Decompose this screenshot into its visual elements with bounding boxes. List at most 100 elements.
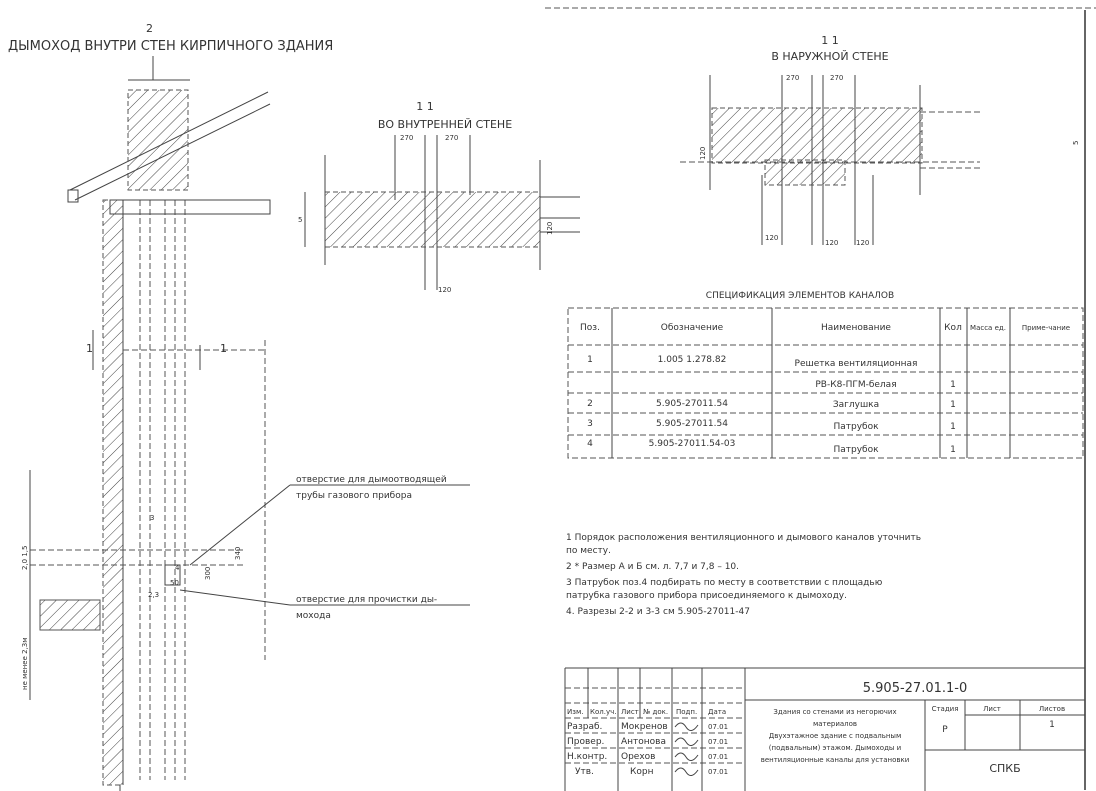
- sheets-label: Листов: [1039, 705, 1065, 713]
- section-mark-2: 2: [146, 22, 153, 35]
- table-row: 2 5.905-27011.54 Заглушка 1: [587, 399, 956, 410]
- note-line: 3 Патрубок поз.4 подбирать по месту в со…: [566, 578, 883, 588]
- title-block-header: № док.: [643, 708, 668, 716]
- signer-role: Н.контр.: [567, 752, 607, 762]
- notes: 1 Порядок расположения вентиляционного и…: [566, 533, 921, 617]
- title-block-header: Подп.: [676, 708, 697, 716]
- svg-text:5.905-27011.54: 5.905-27011.54: [656, 399, 728, 409]
- description-line: материалов: [813, 720, 857, 728]
- note-line: 4. Разрезы 2-2 и 3-3 см 5.905-27011-47: [566, 607, 750, 617]
- vertical-note-2: 2,0 1,5: [21, 546, 29, 571]
- svg-text:Заглушка: Заглушка: [833, 400, 879, 410]
- signer-date: 07.01: [708, 768, 728, 776]
- dim-label: 120: [856, 239, 869, 247]
- stage-label: Стадия: [932, 705, 959, 713]
- section-outer-drawing: [680, 75, 980, 245]
- signer-name: Корн: [630, 767, 654, 777]
- signer-date: 07.01: [708, 738, 728, 746]
- table-header: Кол: [944, 323, 962, 333]
- table-header: Обозначение: [661, 323, 724, 333]
- document-code: 5.905-27.01.1-0: [863, 681, 968, 696]
- signatures: [674, 722, 699, 776]
- dim-label: 120: [765, 234, 778, 242]
- label-pipe-hole-1: отверстие для дымоотводящей: [296, 475, 447, 485]
- table-row: 4 5.905-27011.54-03 Патрубок 1: [587, 439, 956, 455]
- svg-text:1: 1: [950, 380, 956, 390]
- svg-text:2: 2: [587, 399, 593, 409]
- signer-date: 07.01: [708, 723, 728, 731]
- title-block-header: Кол.уч.: [590, 708, 616, 716]
- svg-text:РВ-К8-ПГМ-белая: РВ-К8-ПГМ-белая: [815, 380, 896, 390]
- svg-text:5.905-27011.54-03: 5.905-27011.54-03: [649, 439, 736, 449]
- signer-name: Орехов: [621, 752, 655, 762]
- section-inner-number: 1 1: [416, 100, 434, 113]
- mark: 4: [175, 564, 180, 572]
- dim-label: 5: [298, 216, 302, 224]
- note-line: патрубка газового прибора присоединяемог…: [566, 591, 847, 601]
- organization: СПКБ: [989, 762, 1020, 775]
- note-line: 1 Порядок расположения вентиляционного и…: [566, 533, 921, 543]
- mark: 300: [204, 567, 212, 580]
- description-line: (подвальным) этажом. Дымоходы и: [769, 744, 901, 752]
- svg-text:4: 4: [587, 439, 593, 449]
- table-row: РВ-К8-ПГМ-белая 1: [815, 380, 956, 390]
- section-outer-title: В НАРУЖНОЙ СТЕНЕ: [771, 50, 888, 63]
- sheets-value: 1: [1049, 720, 1055, 730]
- svg-text:Патрубок: Патрубок: [833, 422, 879, 432]
- title-block-grid: [564, 667, 1085, 791]
- title-block-header: Изм.: [567, 708, 583, 716]
- mark: 50: [170, 579, 179, 587]
- title-block-header: Лист: [621, 708, 639, 716]
- dim-label: 120: [438, 286, 451, 294]
- description-line: Двухэтажное здание с подвальным: [769, 732, 901, 740]
- table-header: Наименование: [821, 323, 891, 333]
- svg-text:1.005 1.278.82: 1.005 1.278.82: [658, 355, 727, 365]
- table-header: Поз.: [580, 323, 600, 333]
- table-header: Масса ед.: [970, 324, 1006, 332]
- dim-label: 270: [830, 74, 843, 82]
- mark: 3: [150, 514, 154, 522]
- svg-text:5.905-27011.54: 5.905-27011.54: [656, 419, 728, 429]
- svg-text:3: 3: [587, 419, 593, 429]
- signer-name: Антонова: [621, 737, 666, 747]
- signer-role: Разраб.: [567, 722, 602, 732]
- dim-label: 120: [699, 147, 707, 160]
- section-inner-title: ВО ВНУТРЕННЕЙ СТЕНЕ: [378, 118, 512, 131]
- svg-text:1: 1: [587, 355, 593, 365]
- description-line: Здания со стенами из негорючих: [773, 708, 896, 716]
- stage-value: Р: [942, 725, 948, 735]
- mark: 2,3: [148, 591, 159, 599]
- svg-text:Решетка вентиляционная: Решетка вентиляционная: [795, 359, 918, 369]
- svg-text:1: 1: [950, 400, 956, 410]
- spec-table-grid: [567, 307, 1084, 459]
- table-row: 3 5.905-27011.54 Патрубок 1: [587, 419, 956, 432]
- dim-label: 270: [445, 134, 458, 142]
- section-mark-1-right: 1: [220, 342, 227, 355]
- note-line: по месту.: [566, 546, 611, 556]
- mark: 340: [234, 547, 242, 560]
- label-pipe-hole-2: трубы газового прибора: [296, 491, 412, 501]
- dim-label: 270: [400, 134, 413, 142]
- section-outer-number: 1 1: [821, 34, 839, 47]
- chimney-elevation: [29, 56, 470, 791]
- table-header: Приме-чание: [1022, 324, 1070, 332]
- spec-table-title: СПЕЦИФИКАЦИЯ ЭЛЕМЕНТОВ КАНАЛОВ: [706, 291, 894, 301]
- svg-text:1: 1: [950, 445, 956, 455]
- sheet-label: Лист: [983, 705, 1001, 713]
- dim-label: 120: [546, 222, 554, 235]
- main-title: ДЫМОХОД ВНУТРИ СТЕН КИРПИЧНОГО ЗДАНИЯ: [8, 39, 333, 54]
- svg-text:1: 1: [950, 422, 956, 432]
- dim-label: 5: [1072, 141, 1080, 145]
- dim-label: 270: [786, 74, 799, 82]
- signer-name: Мокренов: [621, 722, 668, 732]
- dim-label: 120: [825, 239, 838, 247]
- label-clean-hole-2: мохода: [296, 611, 331, 621]
- note-line: 2 * Размер А и Б см. л. 7,7 и 7,8 – 10.: [566, 562, 739, 572]
- table-row: 1 1.005 1.278.82 Решетка вентиляционная: [587, 355, 917, 369]
- description-line: вентиляционные каналы для установки: [761, 756, 910, 764]
- signer-date: 07.01: [708, 753, 728, 761]
- signer-role: Утв.: [575, 767, 594, 777]
- label-clean-hole-1: отверстие для прочистки ды-: [296, 595, 437, 605]
- title-block-header: Дата: [708, 708, 726, 716]
